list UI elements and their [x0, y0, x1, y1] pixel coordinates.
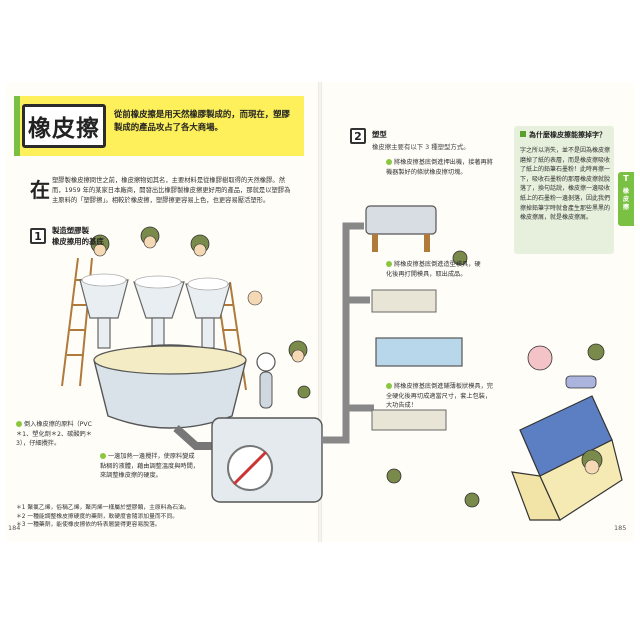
sidebar-box	[514, 126, 614, 254]
page-number-right: 185	[614, 524, 627, 532]
pressure-gauge	[256, 352, 276, 372]
book-gutter	[318, 82, 322, 542]
bullet-dot	[100, 453, 106, 459]
sidebar-body: 字之所以消失，並不是因為橡皮擦磨掉了紙的表層，而是橡皮擦吸收了紙上的鉛筆石墨粉！…	[520, 147, 611, 222]
step2-subtitle: 橡皮擦主要有以下 3 種塑型方式。	[372, 143, 470, 151]
note-method2: 將橡皮擦基底倒進造型模具，硬化後再打開模具，取出成品。	[386, 260, 486, 279]
chapter-tab	[618, 172, 634, 226]
note-heat: 一邊加熱一邊攪拌，使原料變成黏稠的液體，藉由調整溫度與時間，來調整橡皮擦的硬度。	[100, 452, 200, 481]
extruder-machine	[365, 205, 437, 235]
bullet-dot	[386, 261, 392, 267]
material-powder	[81, 273, 229, 291]
car-eraser	[565, 375, 597, 389]
square-bullet-icon	[520, 131, 526, 137]
note-method1-text: 將橡皮擦基底倒進押出機，接著再將機器製好的條狀橡皮擦切塊。	[386, 159, 493, 176]
no-sign-slash	[232, 450, 268, 486]
title-banner-accent	[14, 96, 20, 156]
note-method3: 將橡皮擦基底倒進鋪薄板狀模具，完全硬化後再切成適當尺寸，套上包裝，大功告成！	[386, 382, 496, 411]
bullet-dot	[386, 383, 392, 389]
mold-tray	[375, 337, 463, 367]
title-box: 橡皮擦	[22, 104, 106, 148]
page-title: 橡皮擦	[28, 116, 100, 142]
pipe-riser	[322, 222, 364, 444]
sidebar-title-text: 為什麼橡皮擦能擦掉字？	[529, 131, 606, 139]
giant-eraser	[511, 395, 623, 521]
sidebar-title: 為什麼橡皮擦能擦掉字？	[520, 130, 612, 140]
step1-title-line2: 橡皮擦用的基底	[52, 237, 104, 246]
sheet-mold	[371, 409, 447, 431]
intro-text: 塑膠製橡皮擦問世之前，橡皮擦物如其名，主要材料是從橡膠樹取得的天然橡膠。然而，1…	[52, 177, 291, 204]
rabbit-eraser	[527, 345, 553, 371]
mixture-surface	[93, 345, 247, 375]
ladder-left	[61, 257, 93, 387]
chapter-tab-letter: T	[623, 174, 629, 183]
footnote: ＊3 一種藥劑，能使橡皮擦依的特表層變得更容易脫落。	[16, 522, 161, 528]
chapter-tab-label: 橡皮擦	[622, 188, 630, 211]
footnotes: ＊1 聚氯乙烯，俗稱乙烯，聚丙烯一樣屬於塑膠類，主原料為石油。 ＊2 一種能調整…	[16, 504, 308, 530]
note-method2-text: 將橡皮擦基底倒進造型模具，硬化後再打開模具，取出成品。	[386, 261, 481, 278]
note-raw-material-text: 倒入橡皮擦的原料（PVC＊1、塑化劑＊2、碳酸鈣＊3），仔細攪拌。	[16, 421, 92, 447]
title-intro: 從前橡皮擦是用天然橡膠製成的，而現在，塑膠製成的產品攻占了各大商場。	[114, 109, 290, 132]
note-raw-material: 倒入橡皮擦的原料（PVC＊1、塑化劑＊2、碳酸鈣＊3），仔細攪拌。	[16, 420, 96, 449]
gauge-tube	[259, 371, 273, 409]
mold-box	[371, 289, 437, 313]
bullet-dot	[386, 159, 392, 165]
page-number-left: 184	[8, 524, 21, 532]
note-method3-text: 將橡皮擦基底倒進鋪薄板狀模具，完全硬化後再切成適當尺寸，套上包裝，大功告成！	[386, 383, 493, 409]
material-hoppers	[79, 279, 231, 349]
step1-title-line1: 製造塑膠製	[52, 226, 89, 235]
intro-dropcap: 在	[30, 178, 50, 202]
note-heat-text: 一邊加熱一邊攪拌，使原料變成黏稠的液體，藉由調整溫度與時間，來調整橡皮擦的硬度。	[100, 453, 199, 479]
note-method1: 將橡皮擦基底倒進押出機，接著再將機器製好的條狀橡皮擦切塊。	[386, 158, 494, 177]
step2-title: 塑型	[372, 130, 387, 139]
worker-faces	[93, 235, 600, 475]
footnote: ＊1 聚氯乙烯，俗稱乙烯，聚丙烯一樣屬於塑膠類，主原料為石油。	[16, 505, 190, 511]
pipe-bowl	[173, 425, 214, 450]
footnote: ＊2 一種能調整橡皮擦硬度的藥劑，軟硬度會隨添加量而不同。	[16, 513, 179, 520]
step2-number: 2	[350, 128, 366, 144]
bullet-dot	[16, 421, 22, 427]
step1-number: 1	[30, 228, 46, 244]
